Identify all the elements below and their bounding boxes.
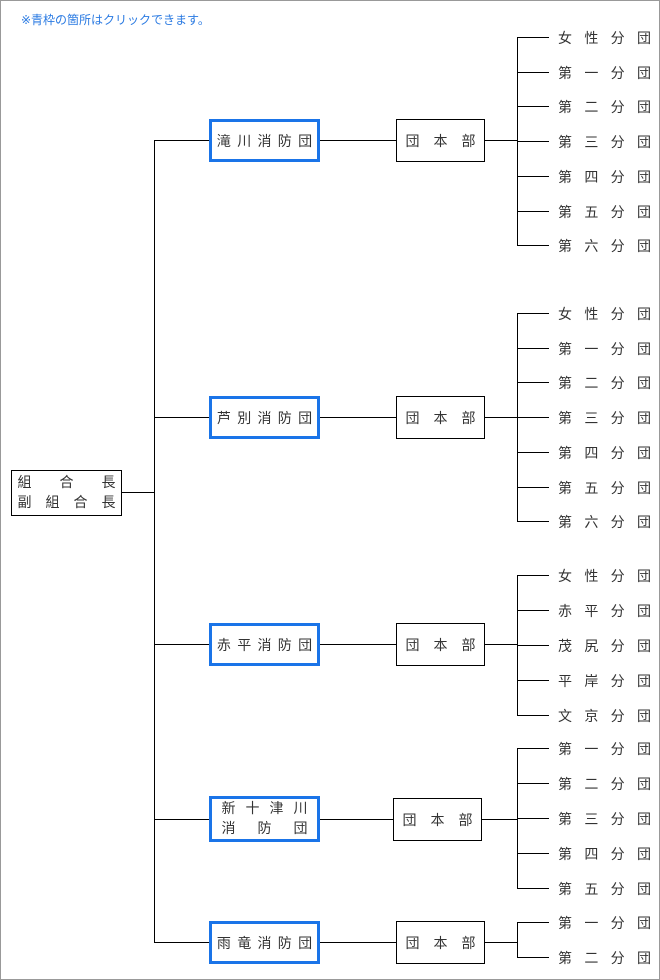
hq-label: 団 本 部 (402, 812, 473, 829)
unit-label: 文京分団 (558, 709, 651, 725)
root-connector (122, 492, 154, 493)
unit-label: 第五分団 (558, 205, 651, 221)
brigade-box-5[interactable]: 雨竜消防団 (209, 921, 320, 964)
unit-label: 第三分団 (558, 135, 651, 151)
unit-label: 第一分団 (558, 342, 651, 358)
brigade-hq-connector (320, 942, 396, 943)
unit-label: 第六分団 (558, 239, 651, 255)
unit-tick (517, 176, 549, 177)
unit-tick (517, 575, 549, 576)
unit-tick (517, 610, 549, 611)
brigade-hq-connector (320, 819, 393, 820)
unit-tick (517, 245, 549, 246)
unit-tick (517, 313, 549, 314)
unit-label: 赤平分団 (558, 604, 651, 620)
unit-tick (517, 211, 549, 212)
unit-label: 女性分団 (558, 31, 651, 47)
branch-line (154, 644, 209, 645)
unit-tick (517, 72, 549, 73)
unit-label: 第二分団 (558, 951, 651, 967)
unit-tick (517, 783, 549, 784)
unit-label: 第四分団 (558, 170, 651, 186)
brigade-box-4[interactable]: 新十津川消防団 (209, 796, 320, 842)
unit-label: 第一分団 (558, 916, 651, 932)
brigade-name: 赤平消防団 (216, 637, 319, 654)
unit-tick (517, 853, 549, 854)
unit-label: 第一分団 (558, 742, 651, 758)
unit-label: 女性分団 (558, 569, 651, 585)
brigade-name: 芦別消防団 (216, 410, 319, 427)
unit-tick (517, 748, 549, 749)
hq-unit-connector (485, 140, 517, 141)
brigade-name: 滝川消防団 (216, 133, 319, 150)
unit-label: 第二分団 (558, 100, 651, 116)
unit-label: 第四分団 (558, 847, 651, 863)
unit-tick (517, 521, 549, 522)
unit-bracket (517, 922, 518, 958)
unit-tick (517, 645, 549, 646)
hq-label: 団 本 部 (405, 935, 476, 952)
branch-line (154, 942, 209, 943)
unit-label: 女性分団 (558, 307, 651, 323)
unit-label: 第六分団 (558, 515, 651, 531)
unit-tick (517, 715, 549, 716)
branch-line (154, 819, 209, 820)
hq-unit-connector (482, 819, 517, 820)
hq-label: 団 本 部 (405, 637, 476, 654)
brigade-name-line1: 新十津川 (221, 801, 308, 817)
chief-box: 組合長 副組合長 (11, 470, 122, 516)
unit-label: 茂尻分団 (558, 639, 651, 655)
hq-label: 団 本 部 (405, 133, 476, 150)
unit-tick (517, 680, 549, 681)
hq-box: 団 本 部 (396, 119, 485, 162)
hq-unit-connector (485, 644, 517, 645)
unit-tick (517, 348, 549, 349)
unit-label: 第二分団 (558, 777, 651, 793)
brigade-hq-connector (320, 644, 396, 645)
brigade-hq-connector (320, 417, 396, 418)
trunk-line (154, 140, 155, 942)
hq-label: 団 本 部 (405, 410, 476, 427)
unit-label: 第三分団 (558, 411, 651, 427)
unit-label: 第五分団 (558, 882, 651, 898)
hq-unit-connector (485, 942, 517, 943)
hq-box: 団 本 部 (396, 921, 485, 964)
unit-tick (517, 922, 549, 923)
chief-label: 組合長 (17, 475, 116, 491)
vice-chief-label: 副組合長 (17, 495, 116, 511)
unit-tick (517, 487, 549, 488)
hq-box: 団 本 部 (396, 396, 485, 439)
brigade-box-1[interactable]: 滝川消防団 (209, 119, 320, 162)
unit-tick (517, 957, 549, 958)
brigade-name-line2: 消防団 (221, 821, 308, 837)
unit-tick (517, 382, 549, 383)
unit-label: 第二分団 (558, 376, 651, 392)
brigade-box-3[interactable]: 赤平消防団 (209, 623, 320, 666)
unit-label: 第一分団 (558, 66, 651, 82)
hq-box: 団 本 部 (396, 623, 485, 666)
click-hint-note: ※青枠の箇所はクリックできます。 (21, 13, 210, 27)
unit-tick (517, 141, 549, 142)
unit-tick (517, 452, 549, 453)
brigade-box-2[interactable]: 芦別消防団 (209, 396, 320, 439)
unit-tick (517, 888, 549, 889)
unit-label: 第四分団 (558, 446, 651, 462)
hq-box: 団 本 部 (393, 798, 482, 841)
unit-tick (517, 37, 549, 38)
unit-label: 平岸分団 (558, 674, 651, 690)
brigade-name: 雨竜消防団 (216, 935, 319, 952)
branch-line (154, 417, 209, 418)
hq-unit-connector (485, 417, 517, 418)
branch-line (154, 140, 209, 141)
unit-tick (517, 818, 549, 819)
brigade-hq-connector (320, 140, 396, 141)
unit-label: 第三分団 (558, 812, 651, 828)
unit-label: 第五分団 (558, 481, 651, 497)
unit-tick (517, 106, 549, 107)
unit-tick (517, 417, 549, 418)
